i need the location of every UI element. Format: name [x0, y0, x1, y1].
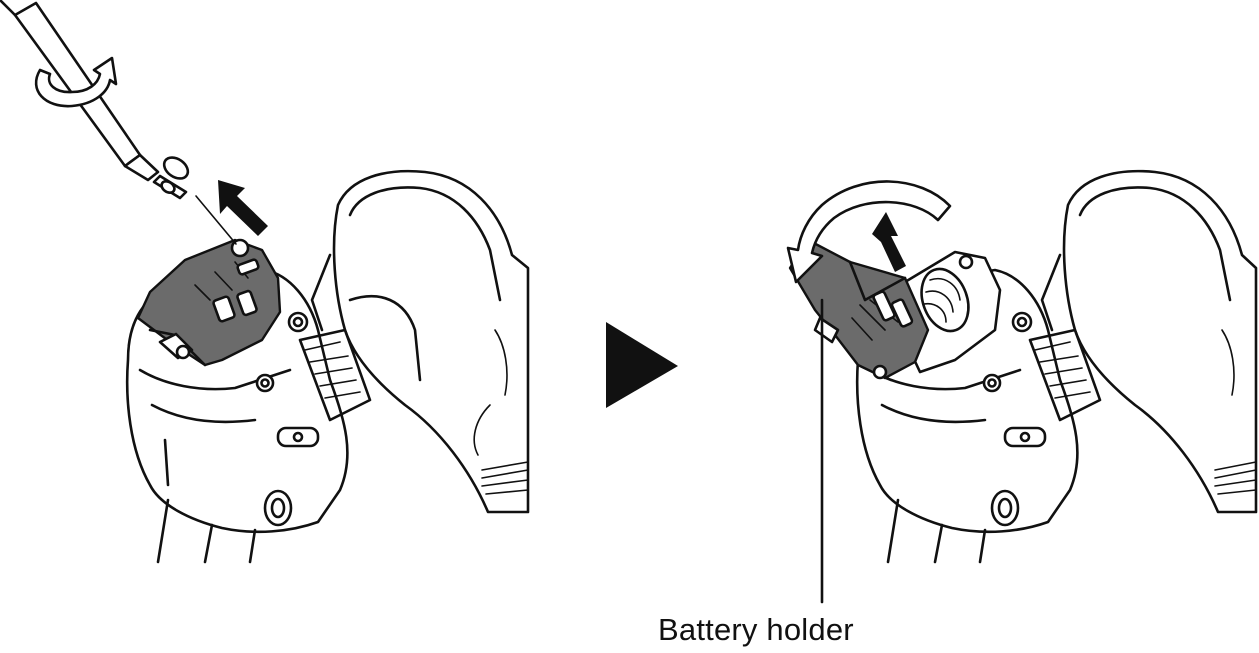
lift-arrow-icon — [218, 180, 268, 236]
curved-arrow-icon — [786, 180, 952, 284]
step-1-unscrew — [0, 0, 530, 564]
battery-holder-label: Battery holder — [658, 612, 854, 647]
straight-arrow-icon — [872, 212, 906, 272]
lever-blade — [310, 169, 530, 514]
lever-blade — [1040, 169, 1258, 514]
battery-cover — [136, 238, 282, 367]
rotate-counterclockwise-icon — [34, 56, 118, 108]
screwdriver — [0, 0, 160, 182]
triangle-right-icon — [606, 322, 678, 408]
battery-holder — [788, 238, 930, 380]
step-2-remove-holder — [786, 169, 1258, 604]
screw — [152, 156, 237, 245]
